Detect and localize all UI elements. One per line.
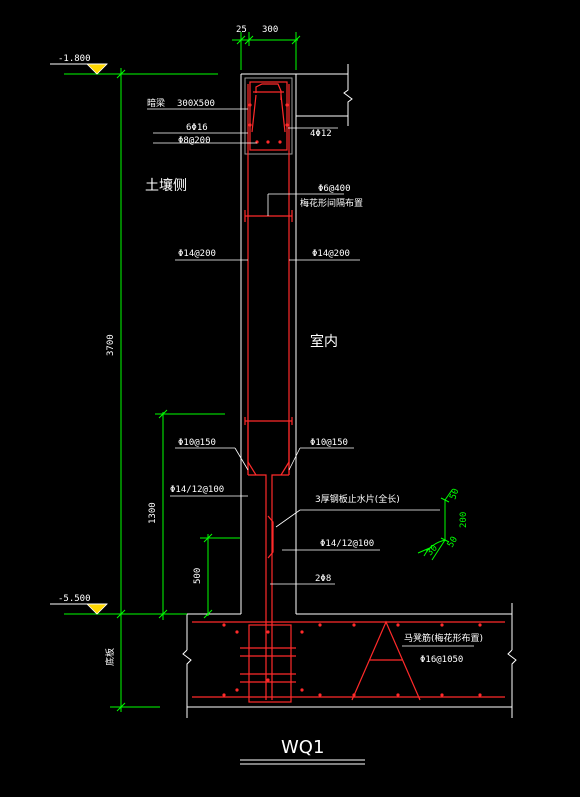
dim-top-right: 300 xyxy=(262,25,278,35)
label-indoor: 室内 xyxy=(310,333,338,350)
waterstop-dim-bottom: 50 xyxy=(446,535,460,549)
dim-top-left: 25 xyxy=(236,25,247,35)
label-tie-bar-note: 梅花形间隔布置 xyxy=(300,197,363,209)
rebar-layout xyxy=(192,81,505,703)
label-soil-side: 土壤侧 xyxy=(145,177,187,194)
label-vert-left-upper: Φ14@200 xyxy=(178,249,216,259)
dim-small-height: 500 xyxy=(193,568,203,584)
break-marks xyxy=(182,64,517,670)
elevation-bottom: -5.500 xyxy=(58,594,91,604)
title-underline xyxy=(240,759,365,765)
dim-lower-height: 1300 xyxy=(148,502,158,524)
label-cap-top-bars: 6Φ16 xyxy=(186,123,208,133)
label-cap-stirrup: Φ8@200 xyxy=(178,136,211,146)
label-cap-beam-size: 300X500 xyxy=(177,99,215,109)
waterstop-dim-height: 200 xyxy=(459,512,469,528)
label-base-note: 底板 xyxy=(104,648,116,666)
label-cap-beam: 暗梁 xyxy=(147,97,165,109)
label-chair-spacing: Φ16@1050 xyxy=(420,655,463,665)
label-corner-bars: 2Φ8 xyxy=(315,574,331,584)
label-horiz-right: Φ10@150 xyxy=(310,438,348,448)
label-vert-right-lower: Φ14/12@100 xyxy=(320,539,374,549)
label-horiz-left: Φ10@150 xyxy=(178,438,216,448)
leader-lines xyxy=(147,108,474,647)
label-vert-left-lower: Φ14/12@100 xyxy=(170,485,224,495)
label-chair-bar: 马凳筋(梅花形布置) xyxy=(404,632,483,644)
label-vert-right-upper: Φ14@200 xyxy=(312,249,350,259)
waterstop-dim-top: 50 xyxy=(448,487,461,501)
label-cap-side-bars: 4Φ12 xyxy=(310,129,332,139)
rebar-dots xyxy=(222,103,482,697)
dimension-lines xyxy=(64,32,453,712)
dim-total-height: 3700 xyxy=(106,334,116,356)
cap-beam-outline xyxy=(244,77,293,155)
drawing-title: WQ1 xyxy=(281,737,324,758)
concrete-outline xyxy=(186,73,513,718)
elevation-top: -1.800 xyxy=(58,54,91,64)
elevation-markers xyxy=(50,63,108,615)
label-waterstop: 3厚钢板止水片(全长) xyxy=(315,493,400,505)
label-tie-bar: Φ6@400 xyxy=(318,184,351,194)
